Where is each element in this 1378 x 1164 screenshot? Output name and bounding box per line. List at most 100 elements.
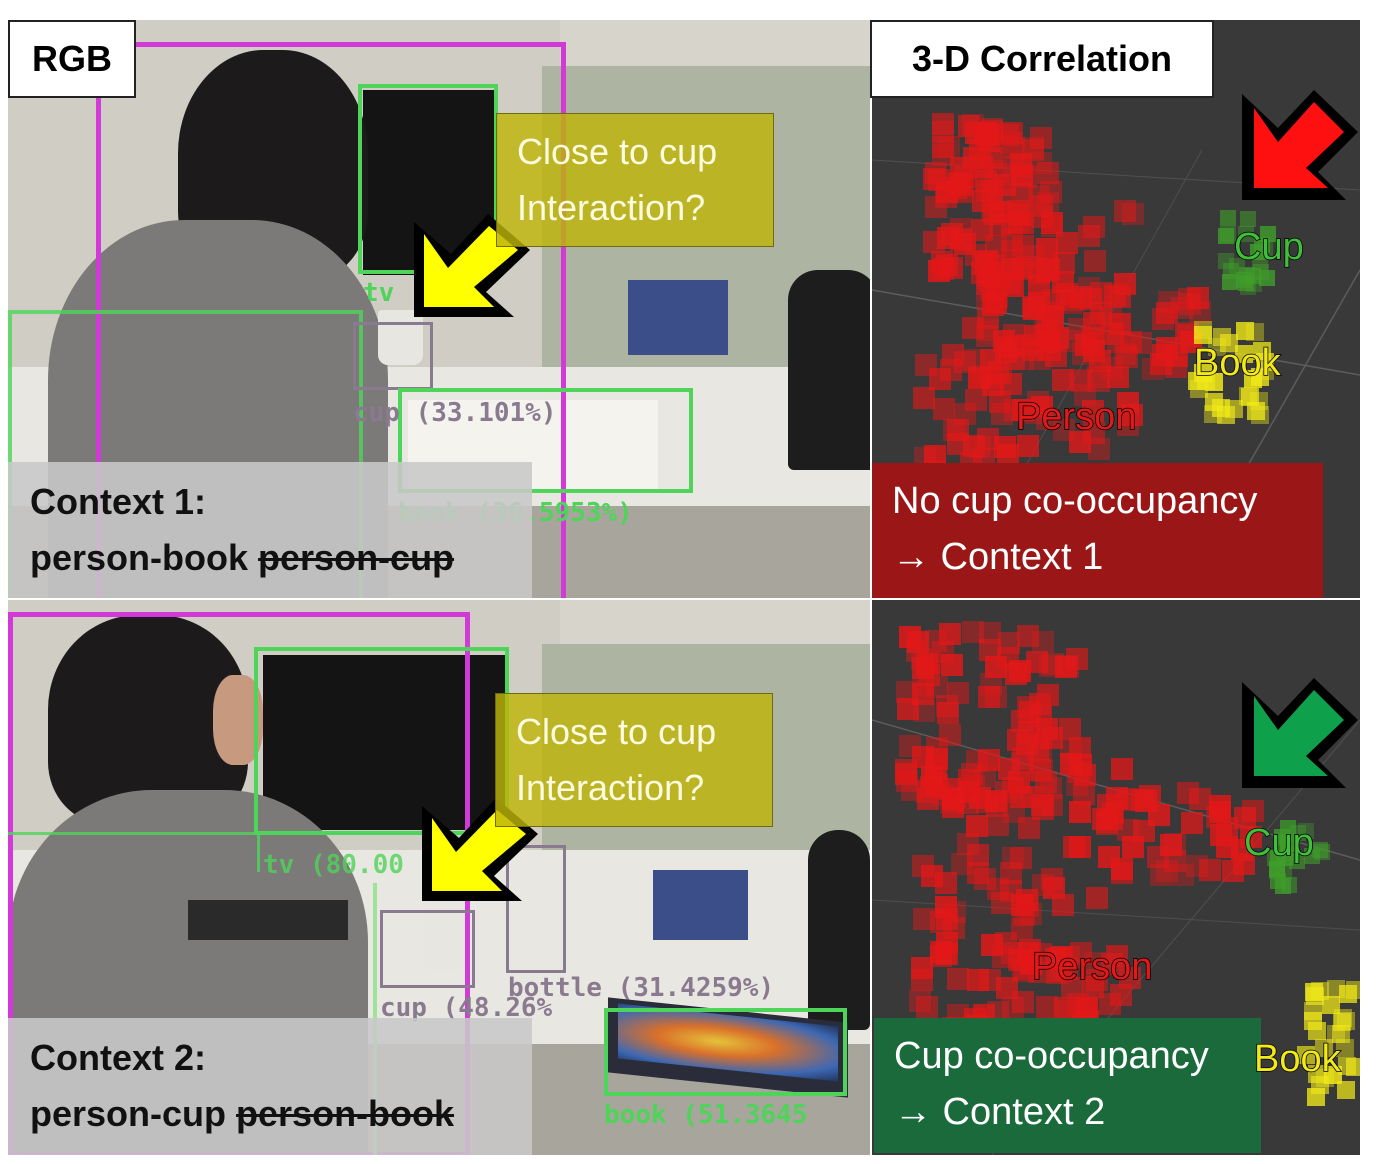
person-voxel [1040, 867, 1063, 890]
arrow-down-left-icon [1242, 90, 1358, 200]
person-voxel [1088, 369, 1111, 392]
person-voxel [1053, 251, 1076, 274]
person-voxel [923, 444, 946, 467]
book-voxel [1194, 325, 1213, 344]
person-voxel [1036, 237, 1059, 260]
person-voxel [911, 969, 934, 992]
person-voxel [932, 143, 955, 166]
person-voxel [996, 123, 1019, 146]
book-voxel [1314, 1038, 1333, 1057]
person-voxel [1038, 654, 1061, 677]
book-voxel [1194, 363, 1213, 382]
person-voxel [1083, 250, 1106, 273]
interaction-callout: Close to cup Interaction? [495, 693, 773, 827]
person-voxel [931, 113, 954, 136]
person-voxel [966, 814, 989, 837]
person-voxel [1119, 787, 1142, 810]
person-voxel [1181, 812, 1204, 835]
scene-keyboard [188, 900, 348, 940]
person-voxel [964, 243, 987, 266]
person-voxel [1120, 331, 1143, 354]
person-voxel [1010, 847, 1033, 870]
person-voxel [1011, 991, 1034, 1014]
person-voxel [1007, 200, 1030, 222]
person-voxel [1022, 298, 1045, 321]
scene-chair [808, 830, 870, 1030]
cup-voxel [1217, 228, 1234, 245]
person-voxel [1068, 369, 1091, 392]
correlation-panel-bottom: Cup Person Cup co-occupancy → Context 2 … [872, 600, 1360, 1155]
person-voxel [938, 723, 961, 746]
person-voxel [1110, 757, 1133, 780]
person-voxel [1171, 864, 1194, 887]
person-voxel [1069, 430, 1092, 453]
cup-voxel [1280, 836, 1297, 853]
cup-voxel [1253, 263, 1270, 280]
person-voxel [1053, 419, 1076, 442]
person-voxel [937, 226, 960, 249]
person-voxel [941, 257, 964, 280]
person-voxel [1040, 776, 1063, 799]
person-voxel [953, 403, 976, 426]
person-voxel [965, 750, 988, 773]
person-voxel [1004, 398, 1027, 421]
person-voxel [1031, 873, 1054, 896]
cup-bounding-box [353, 322, 433, 390]
person-voxel [955, 166, 978, 189]
person-voxel [935, 943, 958, 966]
person-voxel [1044, 345, 1067, 368]
person-voxel [1007, 770, 1030, 793]
person-voxel [1017, 696, 1040, 719]
person-voxel [1147, 845, 1170, 868]
status-box: Cup co-occupancy → Context 2 [874, 1018, 1261, 1153]
person-3d-label: Person [1031, 945, 1153, 989]
person-voxel [964, 388, 987, 411]
person-voxel [1030, 205, 1053, 228]
person-voxel [1042, 652, 1065, 675]
cup-bounding-box [380, 910, 475, 988]
context-pairs: person-book person-cup [30, 530, 510, 586]
cup-voxel [1298, 823, 1315, 840]
book-voxel [1234, 344, 1253, 363]
person-voxel [978, 621, 1001, 644]
book-voxel [1246, 401, 1265, 420]
person-voxel [1116, 819, 1139, 842]
person-voxel [935, 907, 958, 930]
person-voxel [932, 136, 955, 159]
person-voxel [1092, 808, 1115, 831]
person-voxel [1003, 136, 1026, 159]
person-voxel [1082, 332, 1105, 355]
person-voxel [961, 114, 984, 137]
context-struck-pair: person-book [236, 1093, 455, 1134]
person-voxel [966, 844, 989, 867]
person-voxel [1087, 437, 1110, 460]
person-voxel [1043, 289, 1066, 312]
person-voxel [1066, 648, 1089, 671]
person-voxel [1011, 894, 1034, 917]
book-voxel [1240, 387, 1259, 406]
person-voxel [1082, 312, 1105, 335]
book-voxel [1255, 361, 1274, 380]
person-voxel [1030, 396, 1053, 419]
person-voxel [1067, 760, 1090, 783]
person-voxel [969, 436, 992, 458]
book-voxel [1225, 400, 1244, 419]
person-voxel [915, 354, 938, 376]
person-voxel [979, 672, 1002, 695]
person-voxel [970, 364, 993, 387]
person-voxel [947, 681, 970, 704]
person-voxel [897, 697, 920, 720]
person-3d-label: Person [1015, 395, 1137, 439]
person-voxel [1029, 758, 1052, 781]
person-voxel [986, 360, 1009, 383]
person-voxel [1063, 836, 1086, 859]
person-voxel [1082, 400, 1105, 423]
person-voxel [988, 266, 1011, 289]
book-detection-label: book (51.3645 [604, 1100, 808, 1130]
callout-line-2: Interaction? [516, 767, 705, 808]
chair-bounding-box [8, 310, 363, 598]
person-voxel [1019, 953, 1042, 976]
book-voxel [1207, 338, 1226, 357]
person-voxel [1021, 338, 1044, 361]
book-voxel [1307, 1065, 1326, 1084]
